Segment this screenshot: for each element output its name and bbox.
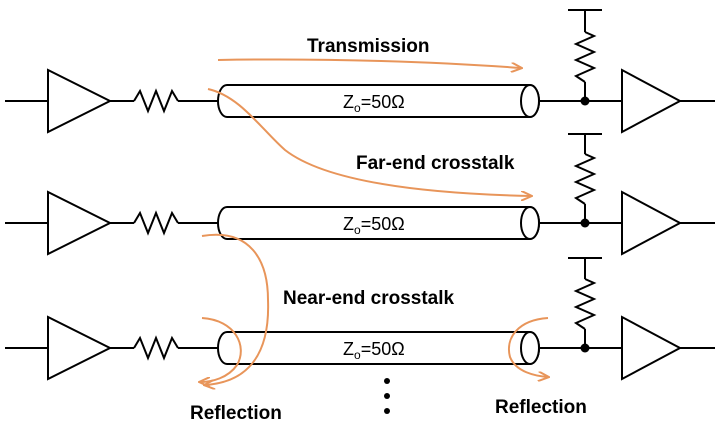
transmission-line-2 — [217, 206, 540, 240]
receiver-buffer-icon — [621, 190, 683, 256]
far-end-crosstalk-label: Far-end crosstalk — [356, 153, 515, 174]
reflection-right-arrow — [508, 317, 548, 377]
more-lines-ellipsis-icon — [384, 378, 390, 414]
receiver-buffer-icon — [621, 68, 683, 134]
transmission-line-3 — [217, 331, 540, 365]
receiver-buffer-icon — [621, 315, 683, 381]
source-resistor-icon — [133, 210, 179, 236]
transmission-arrow — [217, 58, 521, 68]
reflection-left-label: Reflection — [190, 403, 282, 424]
driver-buffer-icon — [47, 315, 113, 381]
reflection-left-arrow — [200, 317, 242, 382]
near-end-crosstalk-label: Near-end crosstalk — [283, 288, 455, 309]
driver-buffer-icon — [47, 68, 113, 134]
source-resistor-icon — [133, 335, 179, 361]
signal-line-3: Zo=50Ω — [5, 257, 715, 381]
junction-dot — [580, 218, 590, 228]
impedance-label: Zo=50Ω — [343, 339, 405, 362]
far-end-crosstalk-arrow — [207, 88, 531, 196]
termination-resistor-icon — [573, 31, 597, 83]
termination-resistor-icon — [573, 153, 597, 205]
impedance-label: Zo=50Ω — [343, 214, 405, 237]
driver-buffer-icon — [47, 190, 113, 256]
reflection-right-label: Reflection — [495, 397, 587, 418]
source-resistor-icon — [133, 88, 179, 114]
near-end-crosstalk-arrow — [201, 233, 270, 385]
signal-line-1: Zo=50Ω — [5, 9, 715, 134]
transmission-label: Transmission — [307, 36, 430, 57]
junction-dot — [580, 96, 590, 106]
impedance-label: Zo=50Ω — [343, 92, 405, 115]
signal-line-2: Zo=50Ω — [5, 133, 715, 256]
termination-resistor-icon — [573, 278, 597, 330]
junction-dot — [580, 343, 590, 353]
